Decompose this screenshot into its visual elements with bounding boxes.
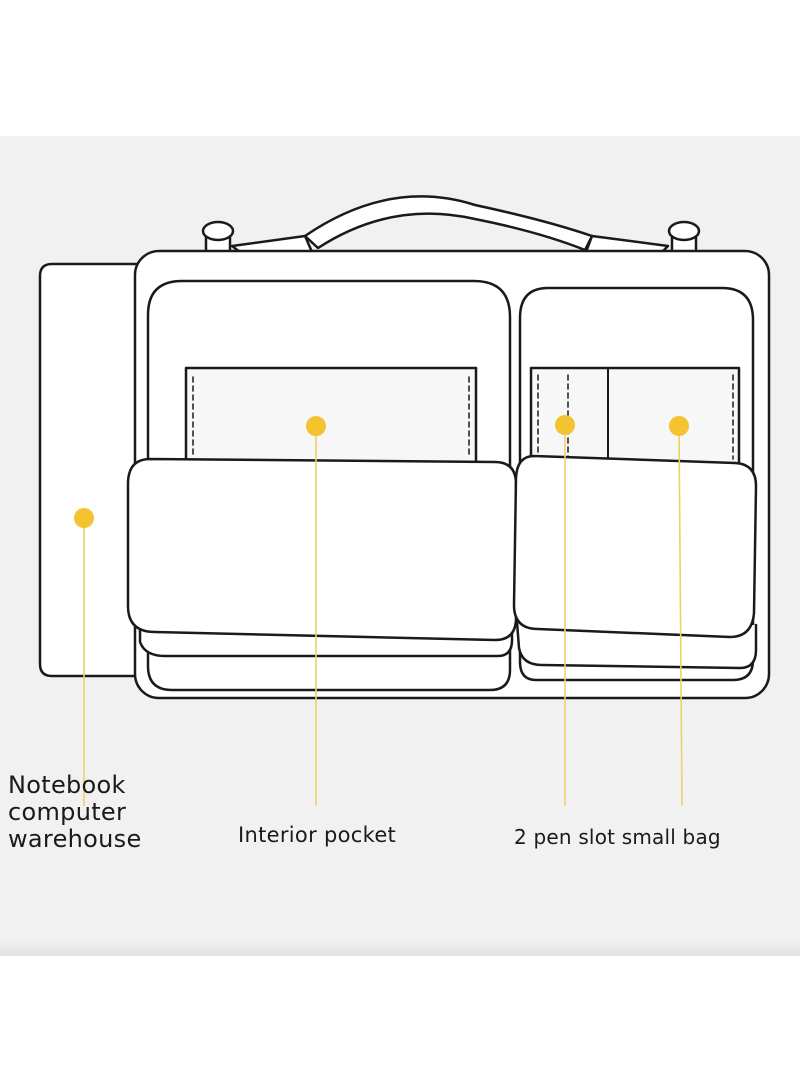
label-interior-pocket: Interior pocket <box>238 823 397 847</box>
strap-ring-left <box>201 220 235 256</box>
handle-strap-right <box>584 234 670 254</box>
laptop-compartment-outline <box>38 262 152 678</box>
carry-handle <box>303 195 594 252</box>
bottom-shadow <box>0 940 800 956</box>
label-notebook-line-1: Notebook <box>8 771 126 799</box>
marker-pen-slot-right <box>669 416 689 436</box>
handle-strap-left <box>230 234 314 254</box>
left-front-flap <box>126 457 518 642</box>
right-front-flap <box>512 454 758 639</box>
label-notebook-line-2: computer <box>8 798 127 826</box>
interior-pocket-insert <box>184 366 478 465</box>
marker-pen-slot-left <box>555 415 575 435</box>
marker-interior-pocket <box>306 416 326 436</box>
label-notebook-computer-warehouse: Notebook computer warehouse <box>8 772 142 853</box>
marker-notebook <box>74 508 94 528</box>
label-notebook-line-3: warehouse <box>8 825 142 853</box>
strap-ring-right <box>667 220 701 256</box>
label-pen-slot-small-bag: 2 pen slot small bag <box>514 825 721 849</box>
leader-line-pen-right <box>678 425 683 807</box>
